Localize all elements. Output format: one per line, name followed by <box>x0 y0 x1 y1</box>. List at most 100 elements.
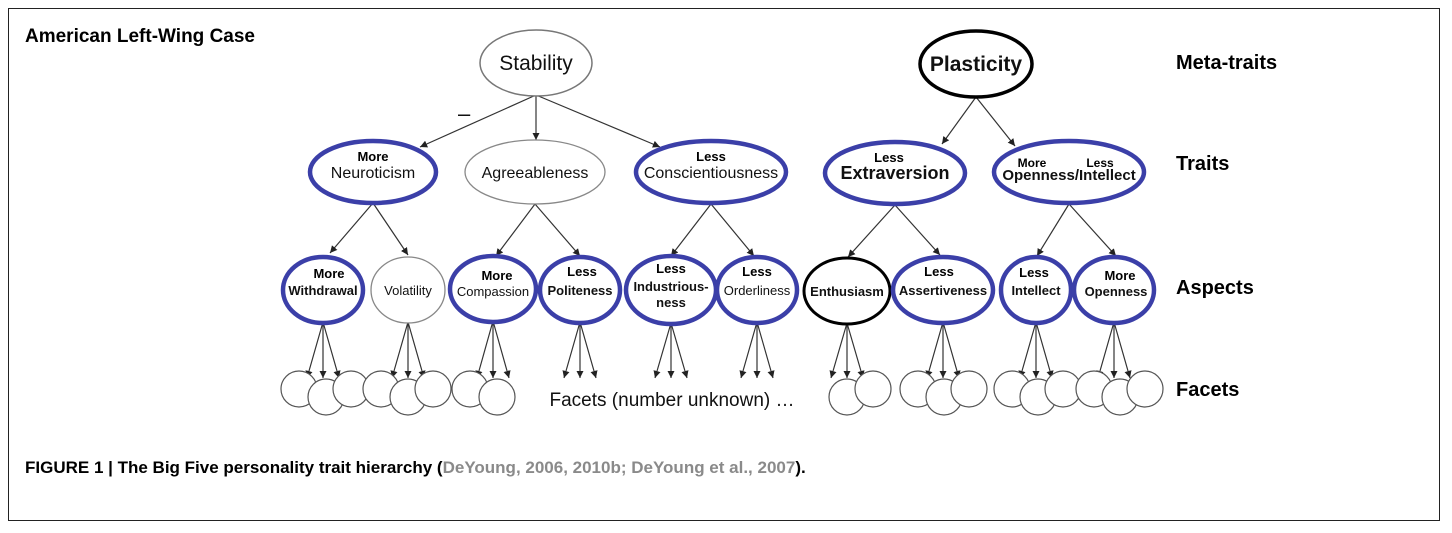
facet-arrow <box>670 322 689 379</box>
trait-label-openness-intellect: Openness/Intellect <box>1002 167 1135 184</box>
meta-trait-node-plasticity <box>918 29 1034 99</box>
edge-extraversion-assertiveness <box>894 204 941 256</box>
level-label-traits: Traits <box>1176 153 1230 175</box>
edge-stability-neuroticism <box>419 94 537 148</box>
aspect-label-intellect: Intellect <box>1011 283 1061 298</box>
facet-node <box>950 370 988 408</box>
level-label-aspects: Aspects <box>1176 277 1254 299</box>
facet-arrow <box>739 321 758 379</box>
edge-plasticity-extraversion <box>941 96 977 145</box>
aspect-node-assertiveness <box>890 254 996 326</box>
facet-arrow <box>305 321 324 379</box>
aspect-label-politeness: Politeness <box>547 283 612 298</box>
edge-agreeableness-compassion <box>495 203 536 257</box>
aspect-tag-openness: More <box>1104 268 1135 283</box>
meta-trait-node-stability <box>479 29 593 97</box>
trait-tag-extraversion: Less <box>874 150 904 165</box>
aspect-node-orderliness <box>714 254 800 326</box>
facet-node <box>414 370 452 408</box>
trait-node-extraversion <box>822 139 968 207</box>
facet-arrow <box>925 321 944 379</box>
aspect-node-volatility <box>370 256 446 324</box>
facet-arrow <box>1096 321 1115 379</box>
edge-stability-conscientiousness <box>535 94 661 148</box>
aspect-node-enthusiasm <box>802 256 892 326</box>
aspect-label-industriousness-2: ness <box>656 295 686 310</box>
aspect-node-withdrawal <box>280 254 366 326</box>
aspect-node-compassion <box>447 253 539 325</box>
figure-title: American Left-Wing Case <box>25 26 255 47</box>
edge-plasticity-openness <box>975 96 1016 147</box>
aspect-label-withdrawal: Withdrawal <box>288 283 357 298</box>
level-label-meta-traits: Meta-traits <box>1176 52 1278 74</box>
edge-extraversion-enthusiasm <box>847 204 896 258</box>
facet-arrow <box>390 321 409 379</box>
facet-arrow <box>1113 321 1132 379</box>
trait-tag-intellect-less: Less <box>1086 156 1114 170</box>
level-label-facets: Facets <box>1176 379 1240 401</box>
trait-node-neuroticism <box>307 138 439 206</box>
facet-node <box>854 370 892 408</box>
aspect-tag-compassion: More <box>481 268 512 283</box>
edge-neuroticism-withdrawal <box>329 202 374 254</box>
facet-arrows <box>305 320 1132 379</box>
aspect-node-intellect <box>998 254 1074 326</box>
aspect-label-openness: Openness <box>1085 284 1148 299</box>
trait-node-openness-intellect <box>991 138 1147 206</box>
negative-loading-sign: – <box>458 101 471 126</box>
facet-arrow <box>846 322 865 379</box>
facet-node <box>1126 370 1164 408</box>
aspect-label-assertiveness: Assertiveness <box>899 283 987 298</box>
facet-node <box>478 378 516 416</box>
aspect-tag-withdrawal: More <box>313 266 344 281</box>
facet-arrow <box>407 321 426 379</box>
facet-arrow <box>1035 321 1054 379</box>
facets-note: Facets (number unknown) … <box>550 390 795 411</box>
meta-trait-label-plasticity: Plasticity <box>930 53 1023 76</box>
aspect-label-orderliness: Orderliness <box>724 283 791 298</box>
facet-arrow <box>492 320 511 379</box>
aspect-tag-orderliness: Less <box>742 264 772 279</box>
facet-arrow <box>653 322 672 379</box>
aspect-tag-assertiveness: Less <box>924 264 954 279</box>
aspect-tag-industriousness: Less <box>656 261 686 276</box>
meta-trait-label-stability: Stability <box>499 52 573 75</box>
trait-tag-conscientiousness: Less <box>696 149 726 164</box>
aspect-node-openness <box>1071 254 1157 326</box>
caption-citation: DeYoung, 2006, 2010b; DeYoung et al., 20… <box>442 458 796 477</box>
trait-label-neuroticism: Neuroticism <box>331 165 415 182</box>
trait-label-agreeableness: Agreeableness <box>482 165 589 182</box>
facet-arrow <box>1018 321 1037 379</box>
facet-arrow <box>756 321 775 379</box>
edge-conscientiousness-industriousness <box>670 203 712 257</box>
trait-node-conscientiousness <box>633 138 789 206</box>
edge-openness-intellect <box>1036 203 1070 257</box>
trait-label-extraversion: Extraversion <box>840 163 949 183</box>
facet-circles <box>280 370 1164 416</box>
edge-neuroticism-volatility <box>372 202 409 256</box>
edge-agreeableness-politeness <box>534 203 581 257</box>
aspect-tag-politeness: Less <box>567 264 597 279</box>
trait-tag-neuroticism: More <box>357 149 388 164</box>
edge-openness-openness <box>1068 203 1117 257</box>
facet-arrow <box>322 321 341 379</box>
caption-main: FIGURE 1 | The Big Five personality trai… <box>25 458 443 477</box>
trait-label-conscientiousness: Conscientiousness <box>644 165 778 182</box>
facet-arrow <box>475 320 494 379</box>
aspect-tag-intellect: Less <box>1019 265 1049 280</box>
facet-arrow <box>942 321 961 379</box>
aspect-label-enthusiasm: Enthusiasm <box>810 284 884 299</box>
figure-caption: FIGURE 1 | The Big Five personality trai… <box>25 458 806 478</box>
trait-node-agreeableness <box>464 139 606 205</box>
aspect-label-compassion: Compassion <box>457 284 529 299</box>
caption-end: ). <box>795 458 806 477</box>
trait-tag-openness-more: More <box>1018 156 1047 170</box>
connectors <box>329 94 1117 258</box>
facet-arrow <box>829 322 848 379</box>
edge-conscientiousness-orderliness <box>710 203 755 257</box>
aspect-node-politeness <box>537 254 623 326</box>
facet-arrow <box>562 321 581 379</box>
aspect-label-industriousness: Industrious- <box>633 279 708 294</box>
figure-frame <box>8 8 1440 521</box>
